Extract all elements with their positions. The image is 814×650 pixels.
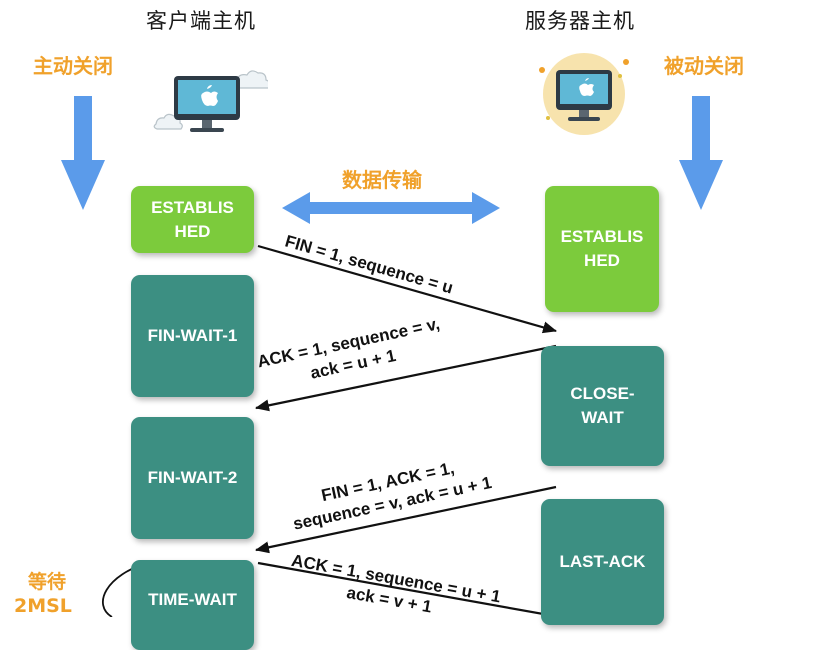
data-transfer-label: 数据传输 [342,168,422,192]
client-host-title: 客户端主机 [146,9,256,33]
fin2-arrow [255,485,557,554]
fin1-arrow [257,244,557,334]
server-computer-icon [539,53,629,135]
client-state-established: ESTABLIS HED [131,186,254,253]
ack2-arrow [257,561,561,617]
server-host-title: 服务器主机 [525,9,635,33]
wait-label-line2: 2MSL [14,595,72,617]
client-state-fin-wait-2: FIN-WAIT-2 [131,417,254,539]
active-close-down-arrow [61,96,105,210]
passive-close-label: 被动关闭 [664,54,744,78]
passive-close-down-arrow [679,96,723,210]
data-transfer-double-arrow [282,192,500,224]
server-state-last-ack: LAST-ACK [541,499,664,625]
wait-2msl-label: 等待 2MSL [14,570,72,618]
server-state-established: ESTABLIS HED [545,186,659,312]
server-state-close-wait: CLOSE- WAIT [541,346,664,466]
wait-label-line1: 等待 [27,571,66,593]
ack1-arrow [255,344,557,412]
client-state-time-wait: TIME-WAIT [131,560,254,650]
diagram-arrows [61,96,723,617]
client-computer-icon [153,70,268,132]
client-state-fin-wait-1: FIN-WAIT-1 [131,275,254,397]
active-close-label: 主动关闭 [33,54,113,78]
